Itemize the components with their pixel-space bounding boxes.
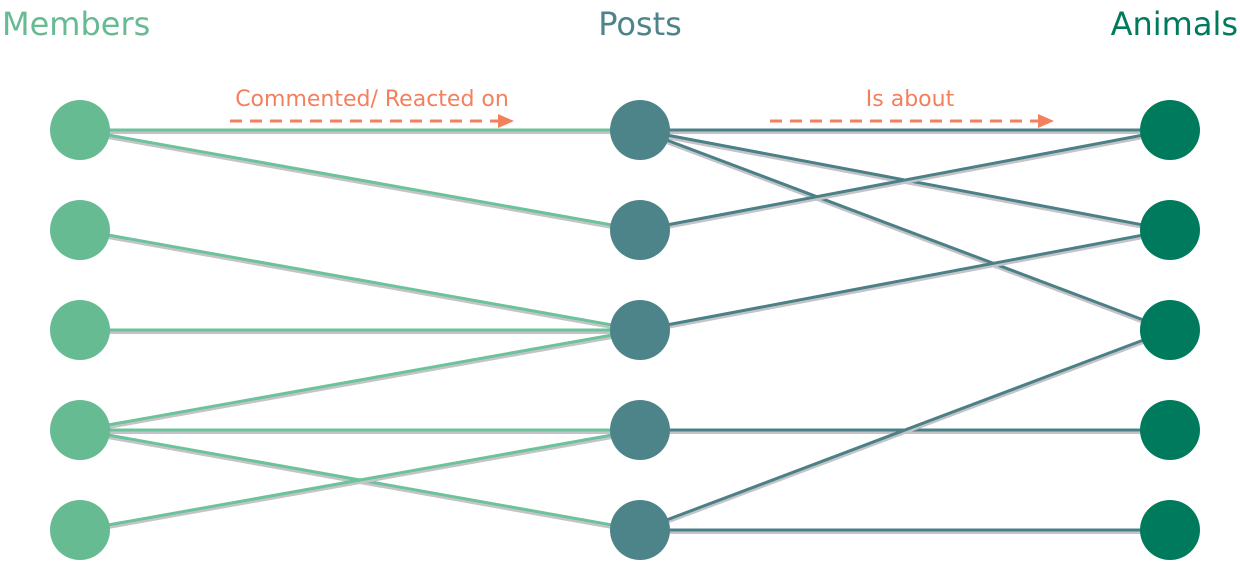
member-node-4 bbox=[50, 400, 110, 460]
commented-reacted-label: Commented/ Reacted on bbox=[235, 87, 509, 112]
member-node-5 bbox=[50, 500, 110, 560]
animal-node-3 bbox=[1140, 300, 1200, 360]
edges-layer bbox=[79, 128, 1171, 534]
animal-node-5 bbox=[1140, 500, 1200, 560]
edge-post-3-animal-2-shadow bbox=[639, 231, 1171, 334]
edge-member-5-post-4 bbox=[79, 428, 641, 532]
members-title: Members bbox=[2, 5, 150, 43]
edge-post-2-animal-1-shadow bbox=[639, 131, 1171, 234]
post-node-4 bbox=[610, 400, 670, 460]
edge-member-2-post-3-shadow bbox=[79, 231, 641, 334]
edge-post-1-animal-3-shadow bbox=[639, 131, 1171, 334]
animal-node-2 bbox=[1140, 200, 1200, 260]
edge-member-2-post-3 bbox=[79, 228, 641, 332]
post-node-5 bbox=[610, 500, 670, 560]
posts-title: Posts bbox=[598, 5, 682, 43]
edge-post-5-animal-3 bbox=[639, 328, 1171, 532]
post-node-2 bbox=[610, 200, 670, 260]
member-node-1 bbox=[50, 100, 110, 160]
member-node-2 bbox=[50, 200, 110, 260]
member-node-3 bbox=[50, 300, 110, 360]
nodes-layer bbox=[50, 100, 1200, 560]
post-node-3 bbox=[610, 300, 670, 360]
animal-node-4 bbox=[1140, 400, 1200, 460]
edge-member-4-post-3 bbox=[79, 328, 641, 432]
edge-member-4-post-3-shadow bbox=[79, 331, 641, 434]
animals-title: Animals bbox=[1111, 5, 1238, 43]
edge-member-1-post-2-shadow bbox=[79, 131, 641, 234]
edge-post-2-animal-1 bbox=[639, 128, 1171, 232]
edge-post-3-animal-2 bbox=[639, 228, 1171, 332]
is-about-label: Is about bbox=[866, 87, 955, 112]
animal-node-1 bbox=[1140, 100, 1200, 160]
post-node-1 bbox=[610, 100, 670, 160]
edge-member-5-post-4-shadow bbox=[79, 431, 641, 534]
edge-post-5-animal-3-shadow bbox=[639, 331, 1171, 534]
edge-post-1-animal-3 bbox=[639, 128, 1171, 332]
edge-member-1-post-2 bbox=[79, 128, 641, 232]
